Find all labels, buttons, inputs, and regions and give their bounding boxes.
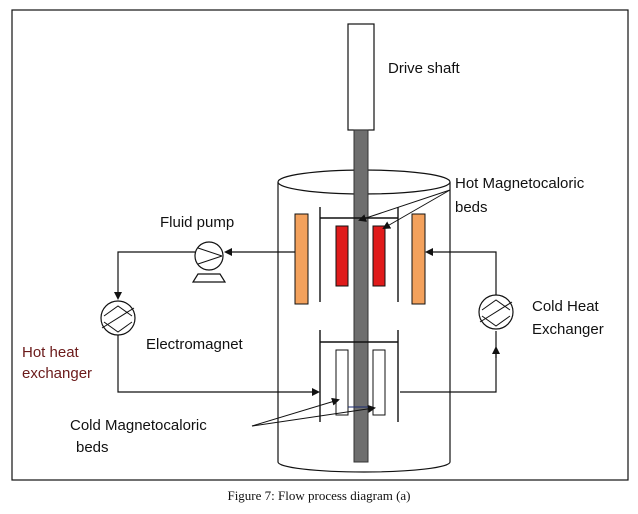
leader-lines [251,189,451,427]
piping [114,248,500,396]
fluid-pump-label: Fluid pump [160,214,234,231]
figure-caption: Figure 7: Flow process diagram (a) [227,488,410,503]
cold-bed-left [335,349,349,416]
cold-bed-right [372,349,386,416]
drive-shaft [353,129,369,463]
cold-bed-bracket [319,330,399,422]
hot-hx-label-line2: exchanger [22,365,92,382]
electromagnet-left [294,213,309,305]
hot-beds-label-line2: beds [455,199,488,216]
drive-shaft-housing [347,23,375,131]
cold-hx-label-line1: Cold Heat [532,298,600,315]
cold-beds-label-line1: Cold Magnetocaloric [70,417,207,434]
drive-shaft-label: Drive shaft [388,60,461,77]
hot-heat-exchanger-icon [100,300,136,336]
hot-bed-left [335,225,349,287]
hot-hx-label-line1: Hot heat [22,344,80,361]
hot-bed-right [372,225,386,287]
cold-hx-label-line2: Exchanger [532,321,604,338]
electromagnet-label: Electromagnet [146,336,244,353]
fluid-pump-icon [191,241,227,283]
hot-beds-label-line1: Hot Magnetocaloric [455,175,585,192]
cold-beds-label-line2: beds [76,439,109,456]
cold-heat-exchanger-icon [478,294,514,330]
electromagnet-right [411,213,426,305]
